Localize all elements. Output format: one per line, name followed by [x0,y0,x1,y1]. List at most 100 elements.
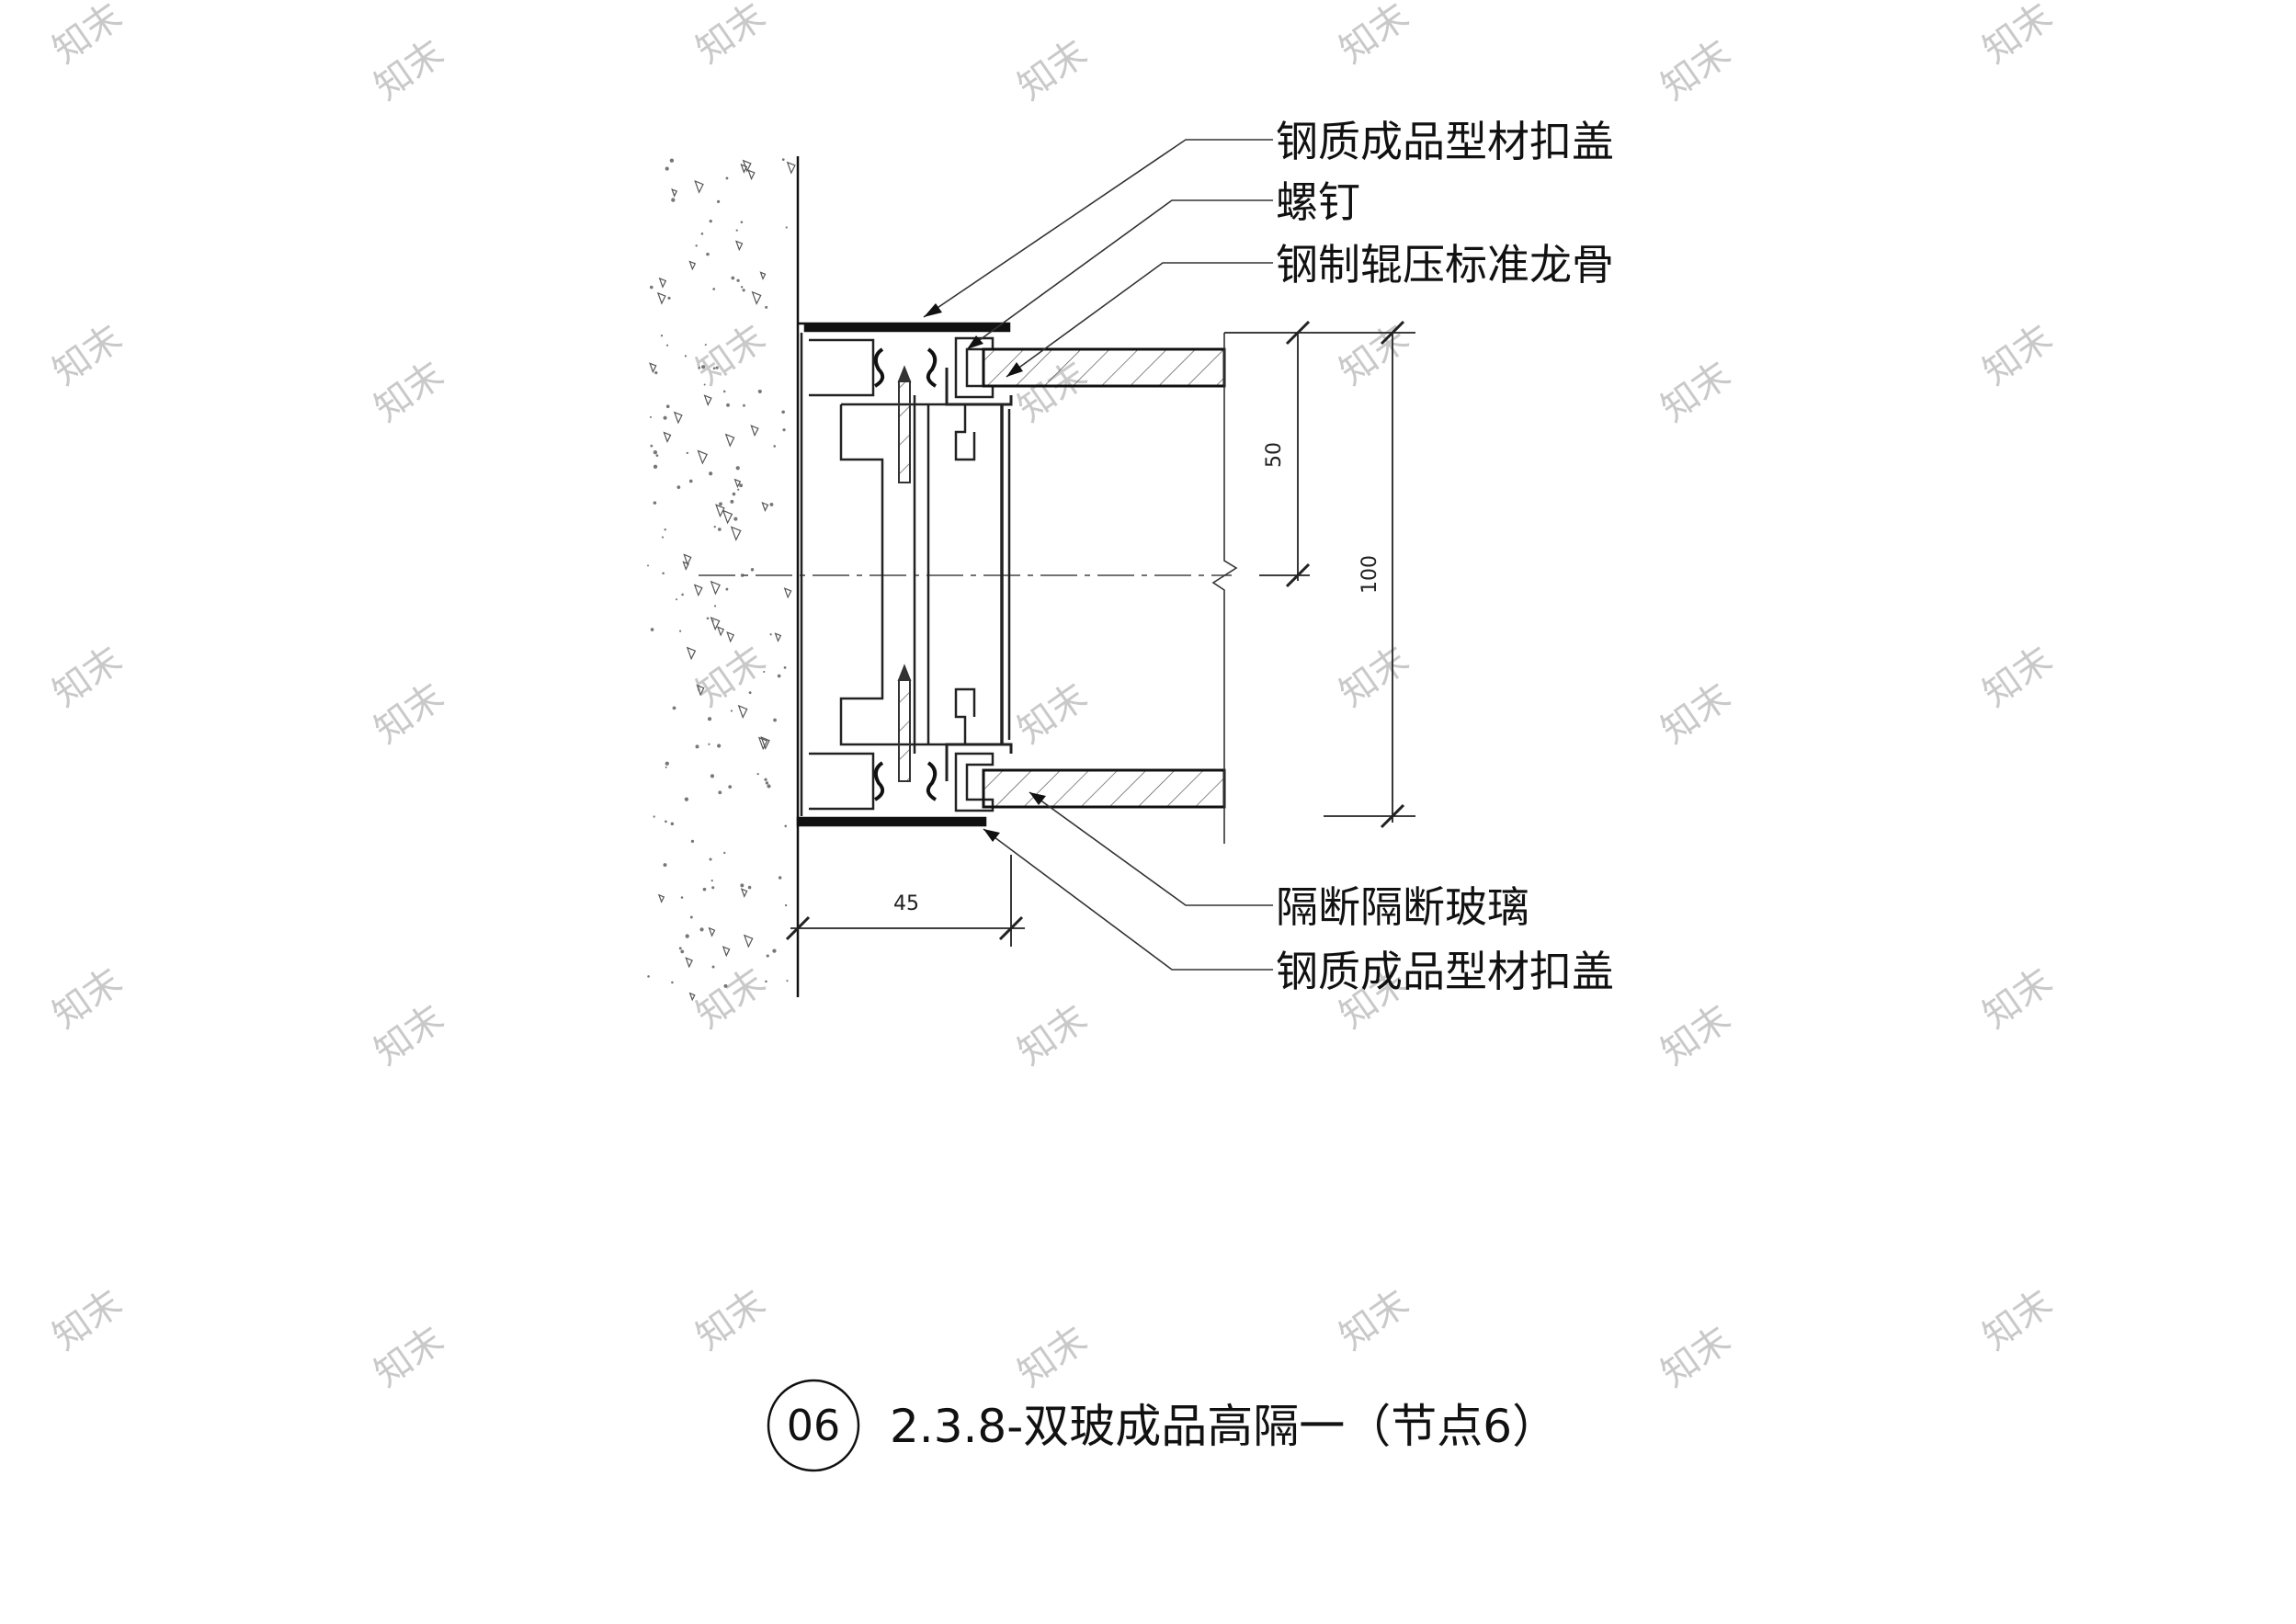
aggregate-stone [743,934,754,948]
watermark-text: 知末 [367,1319,451,1396]
aggregate-dot [723,983,728,988]
aggregate-stone [688,992,696,1002]
aggregate-dot [690,839,695,844]
aggregate-dot [719,502,722,506]
watermark-text: 知末 [1654,354,1738,431]
aggregate-stone [730,526,742,541]
concrete-aggregate-pattern [647,158,796,1002]
watermark-text: 知末 [45,639,130,716]
aggregate-dot [671,198,676,202]
aggregate-stone [708,926,716,937]
aggregate-dot [647,975,650,978]
aggregate-stone [703,394,712,406]
watermark-text: 知末 [688,960,773,1038]
aggregate-stone [671,187,678,198]
aggregate-dot [710,774,715,778]
aggregate-dot [772,948,777,953]
aggregate-dot [715,366,719,369]
aggregate-dot [725,176,729,180]
aggregate-dot [785,226,788,229]
aggregate-stone [786,161,796,175]
aggregate-dot [769,633,772,636]
aggregate-dot [653,815,655,818]
aggregate-dot [712,288,716,290]
aggregate-stone [682,561,689,571]
aggregate-dot [737,488,740,491]
aggregate-stone [697,449,708,465]
aggregate-dot [769,502,774,506]
aggregate-dot [681,593,684,596]
watermark-text: 知末 [1332,317,1416,394]
aggregate-dot [688,479,693,483]
aggregate-dot [739,483,744,488]
aggregate-dot [713,525,716,528]
aggregate-dot [728,785,733,789]
aggregate-dot [650,628,654,631]
watermark-text: 知末 [688,317,773,394]
aggregate-stone [696,684,705,697]
detail-number-circle [767,1379,860,1472]
aggregate-dot [773,718,777,722]
aggregate-dot [747,885,752,890]
aggregate-dot [756,772,759,776]
aggregate-dot [698,366,701,369]
aggregate-stone [657,893,665,903]
break-line [1211,333,1238,844]
aggregate-dot [680,949,685,954]
aggregate-dot [763,670,766,674]
watermark-text: 知末 [1654,676,1738,753]
aggregate-dot [706,252,710,256]
aggregate-dot [653,464,658,469]
aggregate-dot [664,528,666,531]
watermark-text: 知末 [367,32,451,109]
title-block: 06 2.3.8-双玻成品高隔一（节点6） [767,1379,1558,1472]
aggregate-dot [712,367,716,370]
aggregate-dot [660,335,664,337]
aggregate-stone [735,240,744,252]
aggregate-dot [665,820,667,823]
aggregate-dot [713,605,717,608]
aggregate-dot [678,947,682,950]
aggregate-dot [740,883,744,888]
partition-glass [982,347,1226,809]
aggregate-dot [784,824,788,828]
horizontal-dimension [785,855,1025,947]
aggregate-dot [676,485,681,490]
aggregate-stone [742,159,752,173]
aggregate-dot [709,219,712,223]
leader-arrowheads [924,303,1046,842]
watermark-text: 知末 [1654,32,1738,109]
aggregate-dot [669,158,675,163]
watermark-text: 知末 [1975,0,2060,72]
aggregate-dot [733,517,738,521]
aggregate-dot [695,244,698,247]
aggregate-dot [663,415,667,420]
aggregate-dot [670,822,675,826]
concrete-wall [647,156,800,1002]
aggregate-dot [661,536,665,539]
aggregate-dot [710,880,713,882]
aggregate-stone [737,704,748,719]
watermark-text: 知末 [1010,1319,1095,1396]
aggregate-dot [718,790,722,795]
aggregate-dot [665,766,667,768]
aggregate-dot [708,743,710,745]
watermark-text: 知末 [45,0,130,72]
label-steel-cover-cap-bottom: 钢质成品型材扣盖 [1276,947,1614,996]
aggregate-stone [774,632,782,642]
aggregate-dot [700,233,704,235]
aggregate-stone [693,584,703,597]
aggregate-dot [716,199,721,203]
watermark-text: 知末 [688,639,773,716]
aggregate-dot [675,598,678,601]
aggregate-dot [704,344,707,346]
aggregate-dot [684,355,688,358]
dimension-overall: 100 [1358,555,1381,594]
watermark-text: 知末 [367,997,451,1074]
aggregate-dot [767,784,771,789]
aggregate-stone [724,433,735,448]
aggregate-dot [711,886,715,890]
aggregate-dot [685,934,689,938]
aggregate-dot [725,587,729,591]
